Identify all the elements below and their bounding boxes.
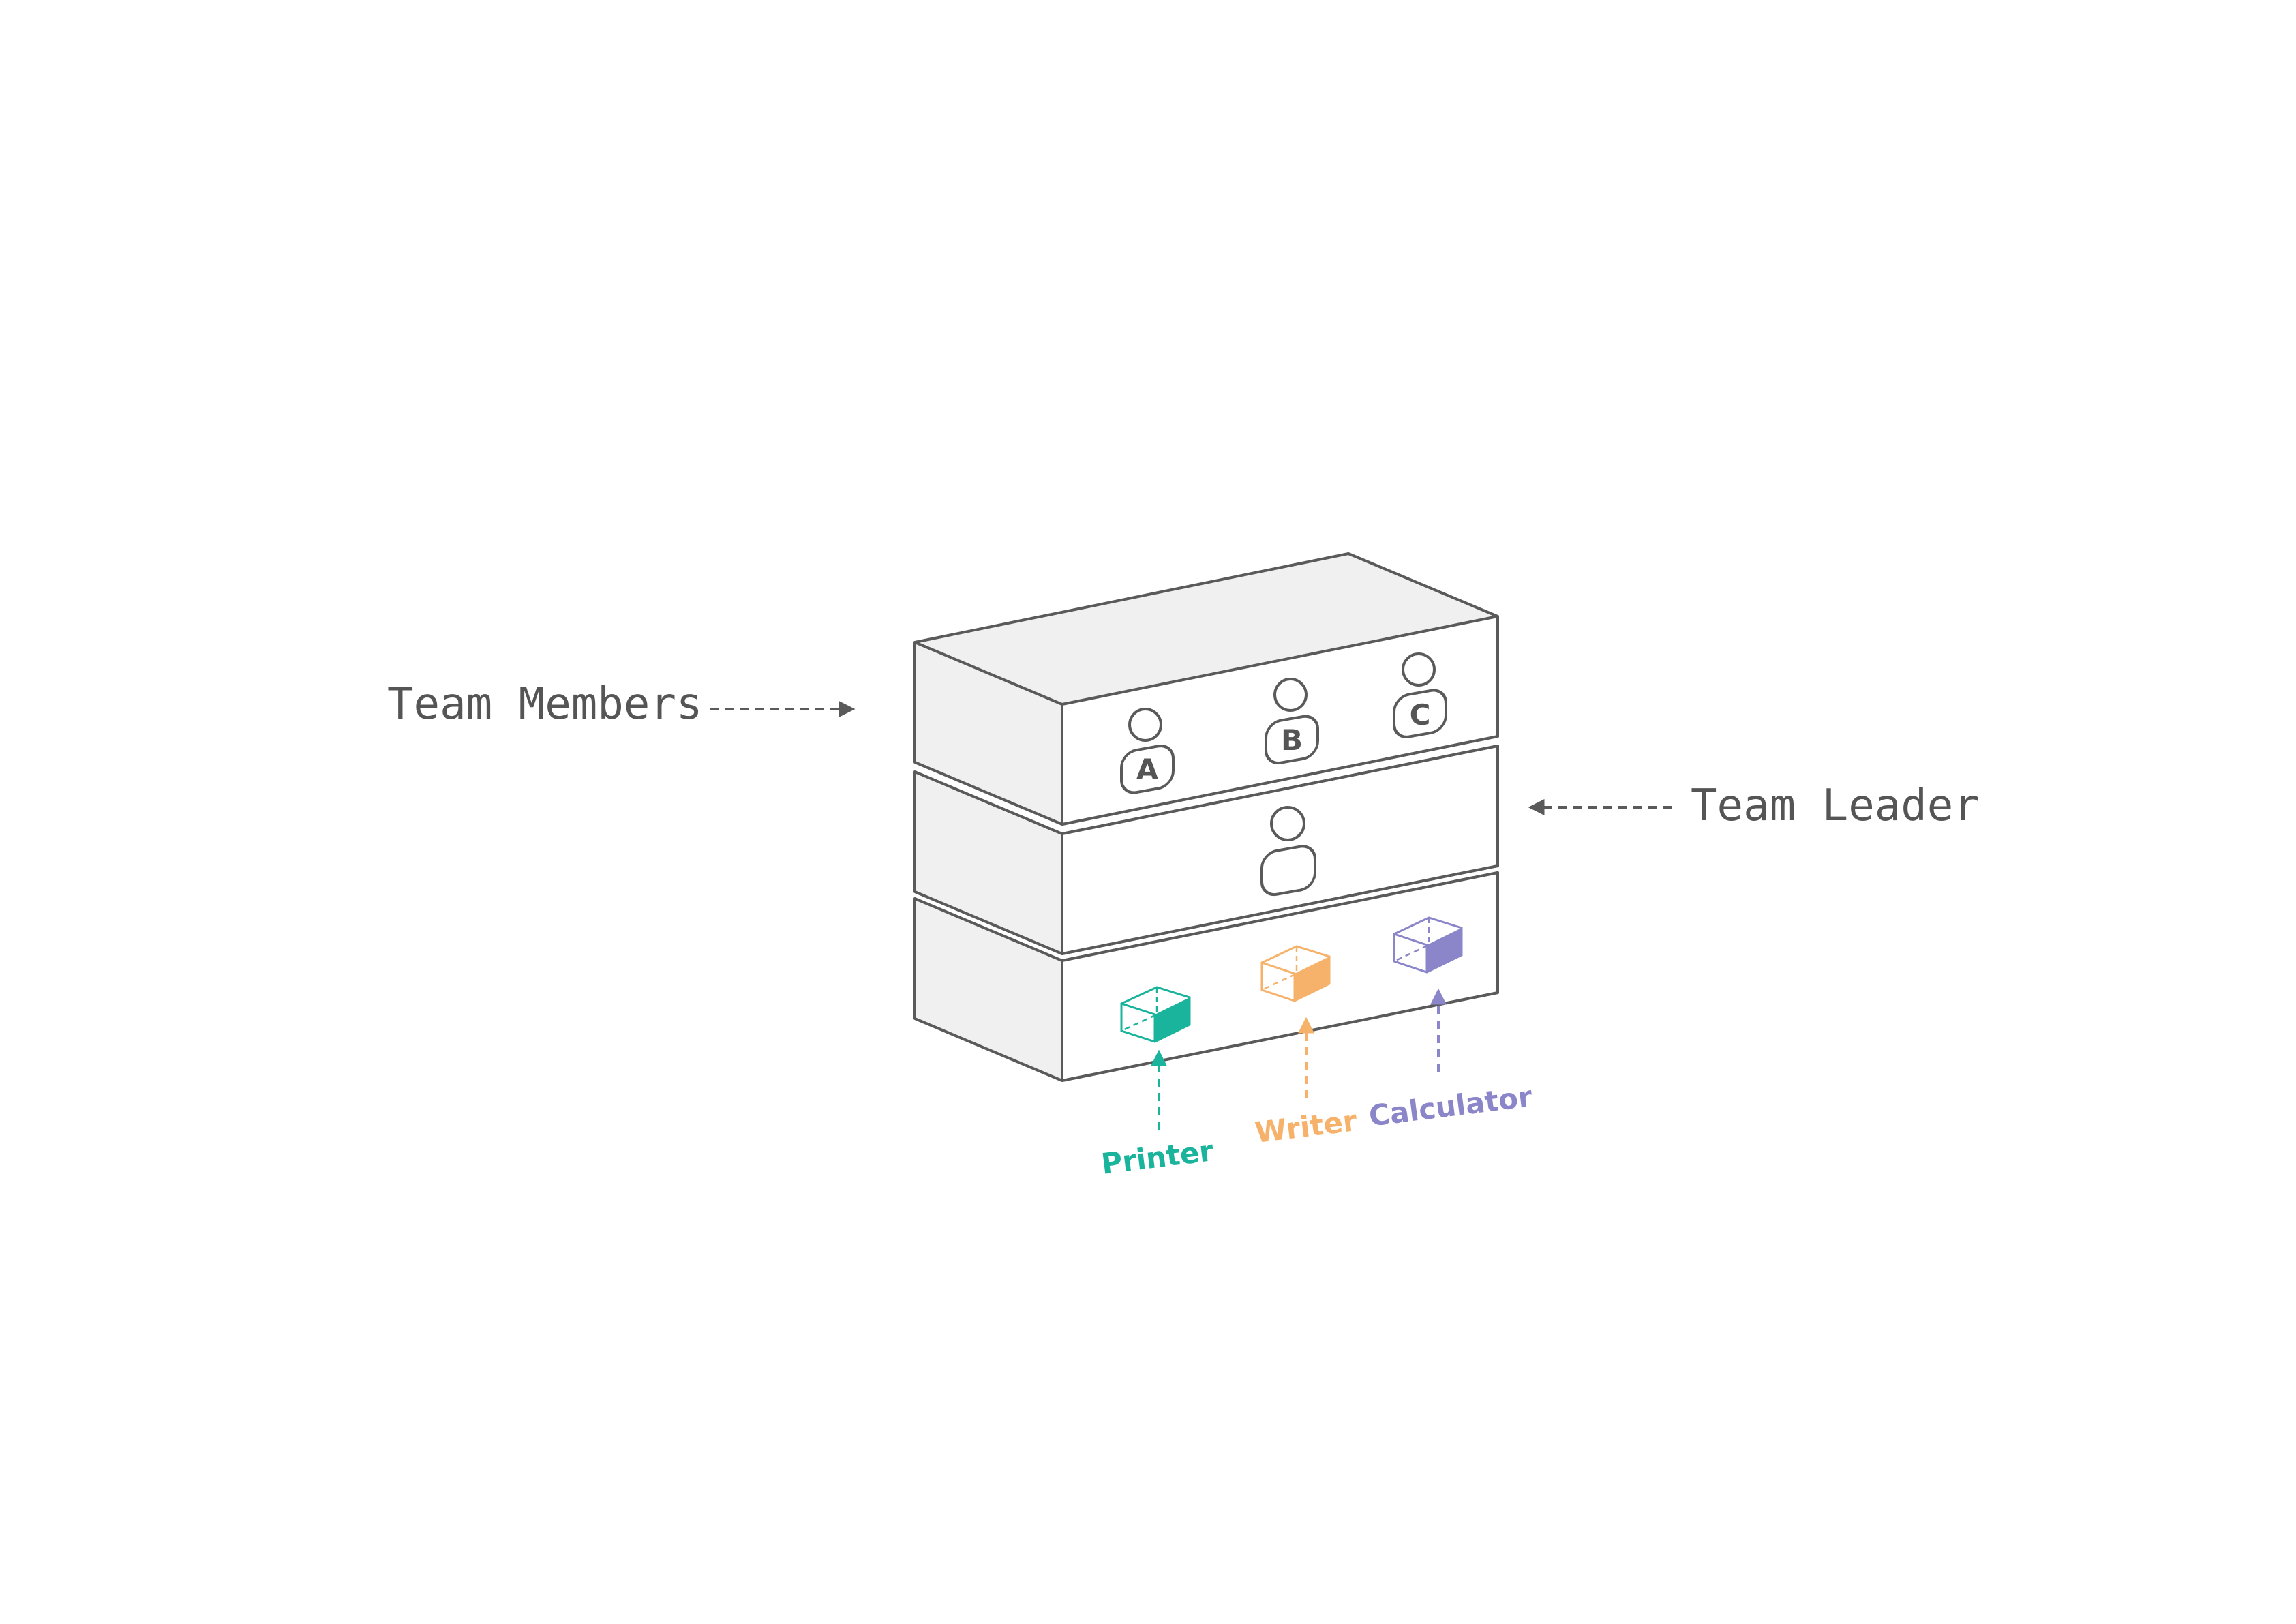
member-b: B [1265,678,1319,765]
member-c: C [1393,652,1447,738]
member-a: A [1120,708,1175,794]
calculator-label: Calculator [1367,1079,1534,1132]
member-a-letter: A [1136,753,1159,786]
member-c-letter: C [1410,698,1431,732]
team-members-label: Team Members [387,679,702,730]
calculator-cube-icon [1393,916,1463,974]
team-leader-label: Team Leader [1691,781,1980,831]
team-leader-figure [1260,806,1316,897]
writer-cube-icon [1260,945,1331,1002]
writer-label: Writer [1253,1104,1359,1149]
member-b-letter: B [1281,723,1303,757]
printer-label: Printer [1100,1134,1215,1181]
printer-cube-icon [1120,986,1191,1043]
